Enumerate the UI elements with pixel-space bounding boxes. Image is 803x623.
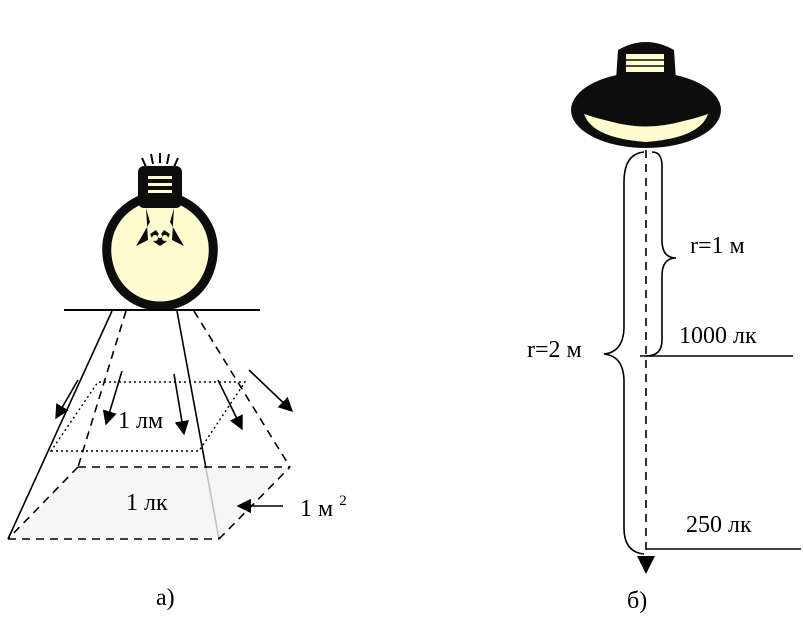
light-bulb-icon bbox=[102, 153, 218, 311]
illuminance-label: 1 лк bbox=[126, 490, 168, 516]
area-label-exponent: 2 bbox=[339, 493, 347, 509]
cross-section bbox=[49, 381, 247, 452]
brace-r2 bbox=[603, 151, 645, 555]
area-label: 1 м 2 bbox=[300, 493, 347, 522]
axis-arrowhead bbox=[637, 556, 655, 574]
illuminance-1-label: 1000 лк bbox=[679, 323, 757, 349]
panel-a-caption: а) bbox=[156, 585, 175, 611]
distance-2-label: r=2 м bbox=[527, 337, 582, 363]
area-label-value: 1 м bbox=[300, 496, 333, 522]
brace-r1 bbox=[645, 151, 677, 357]
distance-1-label: r=1 м bbox=[690, 233, 745, 259]
flux-label: 1 лм bbox=[118, 408, 163, 434]
panel-a: 1 лм 1 лк 1 м 2 а) bbox=[7, 153, 347, 611]
unit-area-surface bbox=[10, 468, 288, 538]
panel-b: r=1 м r=2 м 1000 лк 250 лк б) bbox=[527, 42, 801, 614]
reflector-lamp-icon bbox=[571, 42, 721, 148]
light-cone bbox=[7, 310, 291, 540]
light-ray-arrows bbox=[55, 369, 294, 514]
panel-b-caption: б) bbox=[627, 588, 647, 614]
illuminance-2-label: 250 лк bbox=[686, 512, 752, 538]
